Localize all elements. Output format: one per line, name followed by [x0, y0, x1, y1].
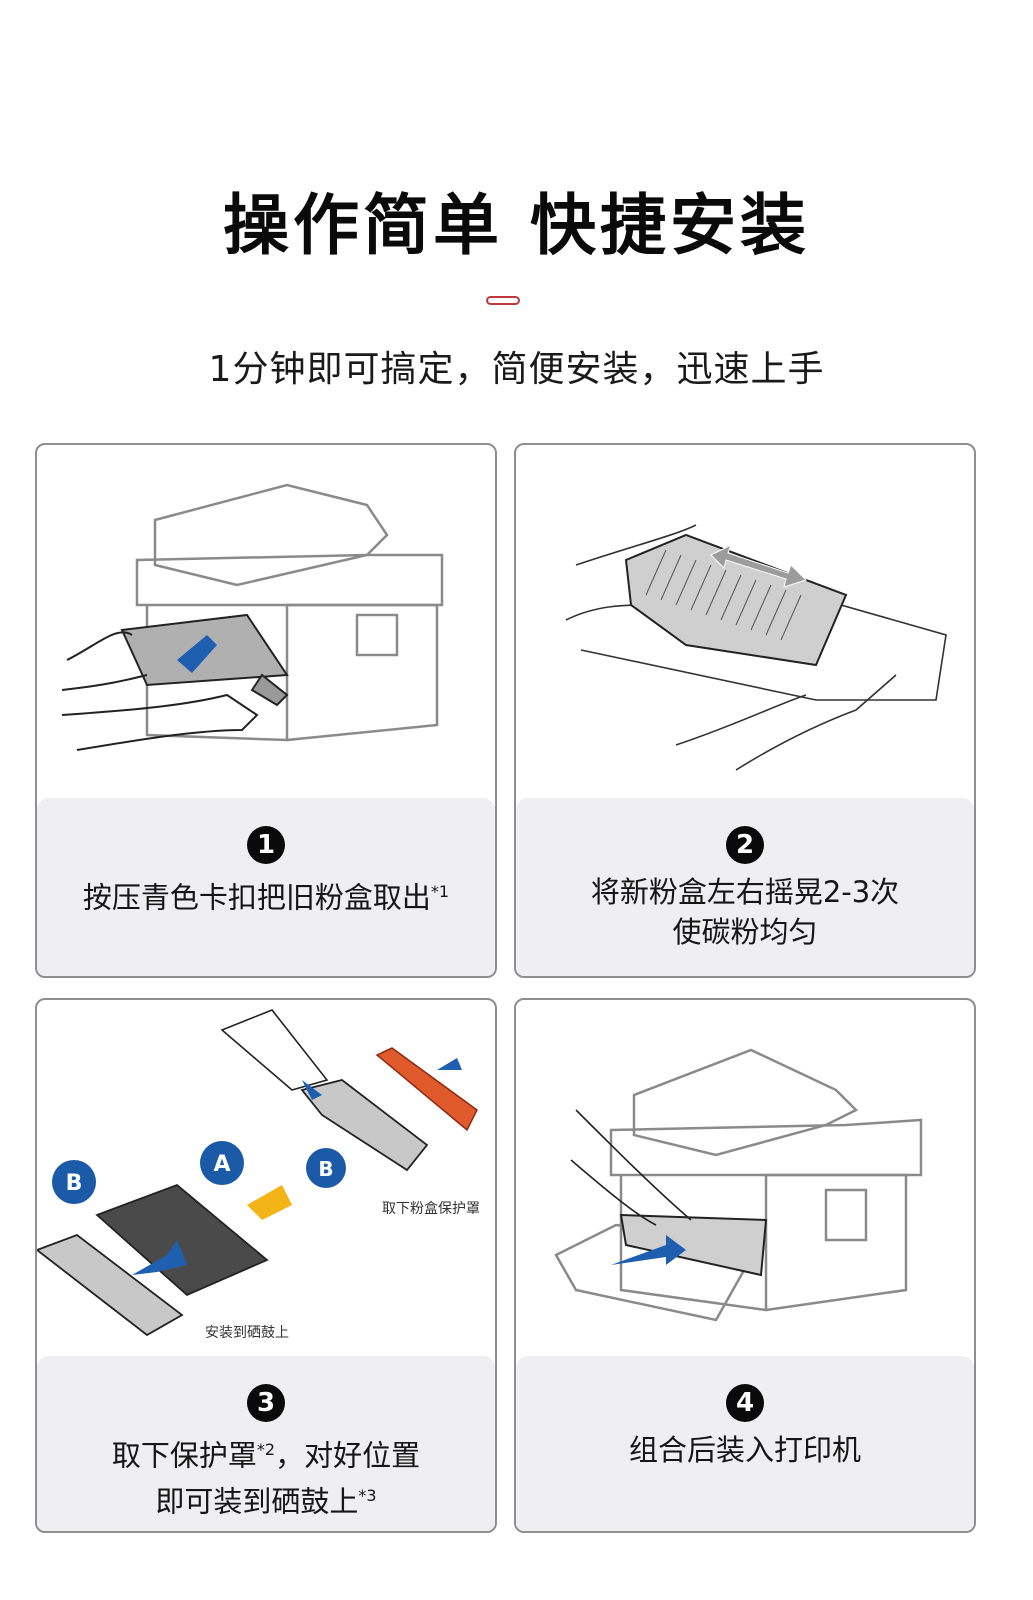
attach-to-drum-illustration: A B B [37, 1009, 478, 1337]
marker-a: A [213, 1152, 230, 1177]
step-number-3: 3 [247, 1384, 285, 1422]
page-title: 操作简单 快捷安装 [223, 187, 810, 264]
step-caption-4: 4 组合后装入打印机 [516, 1356, 974, 1531]
shake-cartridge-illustration [565, 524, 947, 771]
step-caption-3: 3 取下保护罩*2，对好位置 即可装到硒鼓上*3 [37, 1356, 495, 1531]
step-caption-1: 1 按压青色卡扣把旧粉盒取出*1 [37, 798, 495, 976]
insert-into-printer-illustration [554, 1048, 923, 1322]
step-card-4: 4 组合后装入打印机 [514, 998, 976, 1533]
step-number-1: 1 [247, 826, 285, 864]
step-card-3: A B B 取下粉盒保护罩 安装到硒鼓上 3 取下保护罩*2，对好位置 即可装到… [35, 998, 497, 1533]
step-number-4: 4 [726, 1384, 764, 1422]
step-text-1: 按压青色卡扣把旧粉盒取出*1 [82, 880, 450, 915]
marker-b-left: B [66, 1171, 83, 1196]
remove-cover-label: 取下粉盒保护罩 [382, 1201, 480, 1217]
step-number-2: 2 [726, 826, 764, 864]
install-drum-label: 安装到硒鼓上 [205, 1325, 289, 1341]
step-card-1: 1 按压青色卡扣把旧粉盒取出*1 [35, 443, 497, 978]
step-text-4: 组合后装入打印机 [628, 1433, 861, 1467]
printer-remove-cartridge-illustration [61, 483, 444, 751]
marker-b-right: B [318, 1157, 333, 1181]
step-text-3: 取下保护罩*2，对好位置 即可装到硒鼓上*3 [111, 1438, 421, 1519]
step-caption-2: 2 将新粉盒左右摇晃2-3次 使碳粉均匀 [516, 798, 974, 976]
step-text-2: 将新粉盒左右摇晃2-3次 使碳粉均匀 [590, 875, 900, 949]
page-subtitle: 1分钟即可搞定，简便安装，迅速上手 [208, 349, 825, 390]
accent-divider [486, 296, 520, 305]
step-card-2: 2 将新粉盒左右摇晃2-3次 使碳粉均匀 [514, 443, 976, 978]
